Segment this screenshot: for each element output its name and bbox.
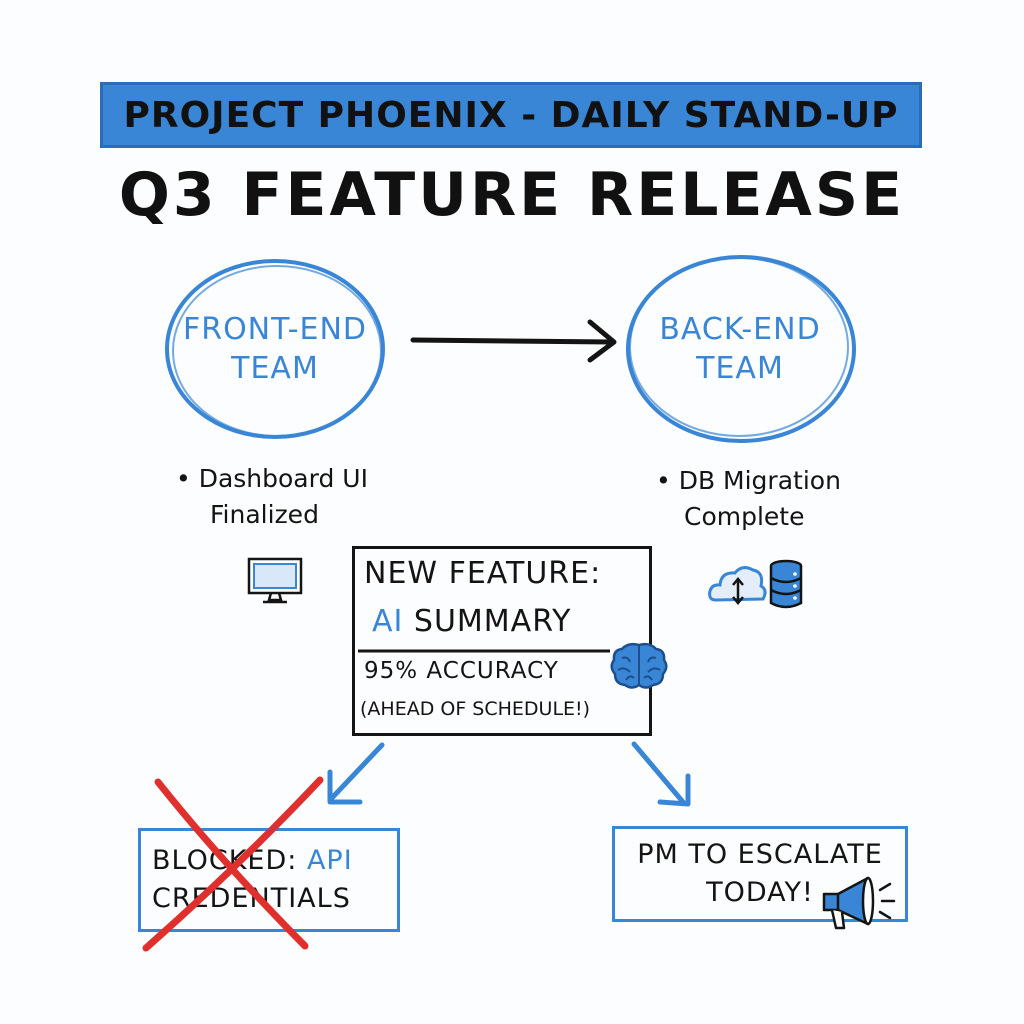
- frontend-bullet: • Dashboard UI Finalized: [176, 461, 368, 534]
- escalate-text: PM TO ESCALATE TODAY!: [620, 836, 900, 912]
- team-flow-arrow: [410, 319, 617, 363]
- backend-bullet-line1: • DB Migration: [656, 466, 841, 495]
- feature-box: [352, 546, 652, 736]
- backend-team-label: BACK-END TEAM: [630, 310, 850, 388]
- brain-icon: [610, 642, 668, 689]
- blocked-arrow: [327, 742, 385, 805]
- monitor-icon: [247, 557, 303, 604]
- feature-name: AI SUMMARY: [372, 604, 571, 639]
- frontend-bullet-line1: • Dashboard UI: [176, 464, 368, 493]
- header-banner: PROJECT PHOENIX - DAILY STAND-UP: [100, 82, 922, 148]
- backend-bullet: • DB Migration Complete: [656, 463, 841, 536]
- backend-bullet-line2: Complete: [684, 502, 805, 532]
- frontend-circle: [165, 259, 385, 439]
- escalate-arrow: [631, 741, 691, 807]
- feature-schedule-note: (AHEAD OF SCHEDULE!): [360, 698, 591, 720]
- escalate-box: [612, 826, 908, 922]
- feature-heading: NEW FEATURE:: [364, 556, 602, 591]
- backend-circle: [626, 255, 856, 443]
- page-subtitle: Q3 FEATURE RELEASE: [118, 160, 906, 230]
- backend-label-line2: TEAM: [696, 351, 784, 386]
- escalate-line1: PM TO ESCALATE: [637, 839, 883, 870]
- feature-accuracy: 95% ACCURACY: [364, 658, 559, 684]
- frontend-team-label: FRONT-END TEAM: [165, 310, 385, 388]
- frontend-label-line1: FRONT-END: [182, 312, 368, 347]
- red-cross-mark: [142, 776, 324, 952]
- frontend-circle-overdraw: [172, 265, 382, 437]
- cloud-database-icon: [708, 559, 803, 609]
- escalate-line2: TODAY!: [706, 876, 814, 908]
- blocked-api: API: [306, 845, 353, 876]
- feature-name-ai: AI: [372, 604, 404, 639]
- feature-name-rest: SUMMARY: [403, 604, 572, 639]
- megaphone-icon: [822, 876, 896, 930]
- backend-circle-overdraw: [629, 257, 849, 437]
- frontend-label-line2: TEAM: [231, 351, 319, 386]
- blocked-line1: BLOCKED: API: [152, 842, 392, 880]
- frontend-bullet-line2: Finalized: [210, 500, 319, 530]
- feature-divider: [358, 649, 610, 653]
- backend-label-line1: BACK-END: [659, 312, 821, 347]
- banner-title: PROJECT PHOENIX - DAILY STAND-UP: [123, 94, 899, 136]
